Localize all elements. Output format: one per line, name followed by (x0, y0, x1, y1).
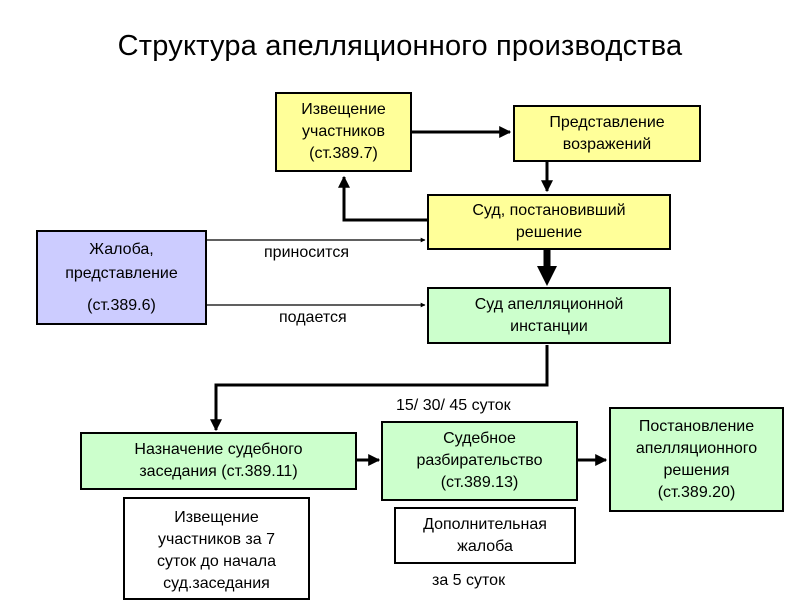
node-ruling-line-3: решения (663, 461, 730, 479)
node-hearing-appointment-line-2: заседания (ст.389.11) (139, 463, 298, 480)
node-trial-line-1: Судебное (443, 430, 516, 447)
node-additional-complaint: Дополнительная жалоба (394, 507, 576, 564)
page-title: Структура апелляционного производства (117, 30, 683, 62)
node-notice-7-days-line-4: суд.заседания (163, 575, 270, 592)
label-brought: приносится (264, 244, 349, 261)
node-notice-7-days-line-1: Извещение (174, 509, 259, 526)
node-ruling-line-2: апелляционного (635, 439, 758, 457)
node-complaint: Жалоба, представление (ст.389.6) (36, 230, 207, 325)
node-notice-line-1: Извещение (301, 101, 386, 118)
node-notice-7-days-line-3: суток до начала (156, 553, 277, 570)
node-hearing-appointment: Назначение судебного заседания (ст.389.1… (80, 432, 357, 490)
node-notice-line-3: (ст.389.7) (309, 145, 378, 162)
node-court-decision: Суд, постановивший решение (427, 194, 671, 250)
label-duration: 15/ 30/ 45 суток (396, 397, 511, 414)
node-notice-7-days-line-2: участников за 7 (158, 531, 275, 548)
label-filed: подается (279, 309, 347, 326)
node-trial: Судебное разбирательство (ст.389.13) (381, 421, 578, 501)
node-appeal-court-line-1: Суд апелляционной (474, 295, 624, 313)
arrow-court-to-appeal-head (537, 266, 557, 286)
node-appeal-court: Суд апелляционной инстанции (427, 287, 671, 344)
node-ruling-line-1: Постановление (638, 417, 755, 435)
node-appeal-court-line-2: инстанции (510, 317, 588, 335)
node-court-decision-line-2: решение (515, 224, 583, 241)
node-objections-line-1: Представление (549, 113, 665, 131)
node-ruling-line-4: (ст.389.20) (657, 483, 736, 501)
node-hearing-appointment-line-1: Назначение судебного (134, 441, 303, 458)
node-trial-line-3: (ст.389.13) (440, 474, 519, 491)
node-objections: Представление возражений (513, 105, 701, 162)
node-notice-participants: Извещение участников (ст.389.7) (275, 92, 412, 172)
node-complaint-line-2: представление (65, 264, 178, 282)
node-notice-7-days: Извещение участников за 7 суток до начал… (123, 497, 310, 600)
node-objections-line-2: возражений (562, 135, 652, 153)
node-court-decision-line-1: Суд, постановивший (472, 202, 626, 219)
node-additional-complaint-line-2: жалоба (457, 537, 513, 555)
label-within-5-days: за 5 суток (432, 572, 506, 589)
node-notice-line-2: участников (302, 123, 385, 140)
node-additional-complaint-line-1: Дополнительная (423, 515, 547, 533)
node-trial-line-2: разбирательство (416, 452, 543, 469)
arrow-court-to-notice (338, 175, 427, 222)
arrow-appeal-to-hearing (210, 345, 549, 432)
node-complaint-line-1: Жалоба, (89, 240, 154, 258)
node-ruling: Постановление апелляционного решения (ст… (609, 407, 784, 512)
node-complaint-line-3: (ст.389.6) (87, 296, 156, 314)
